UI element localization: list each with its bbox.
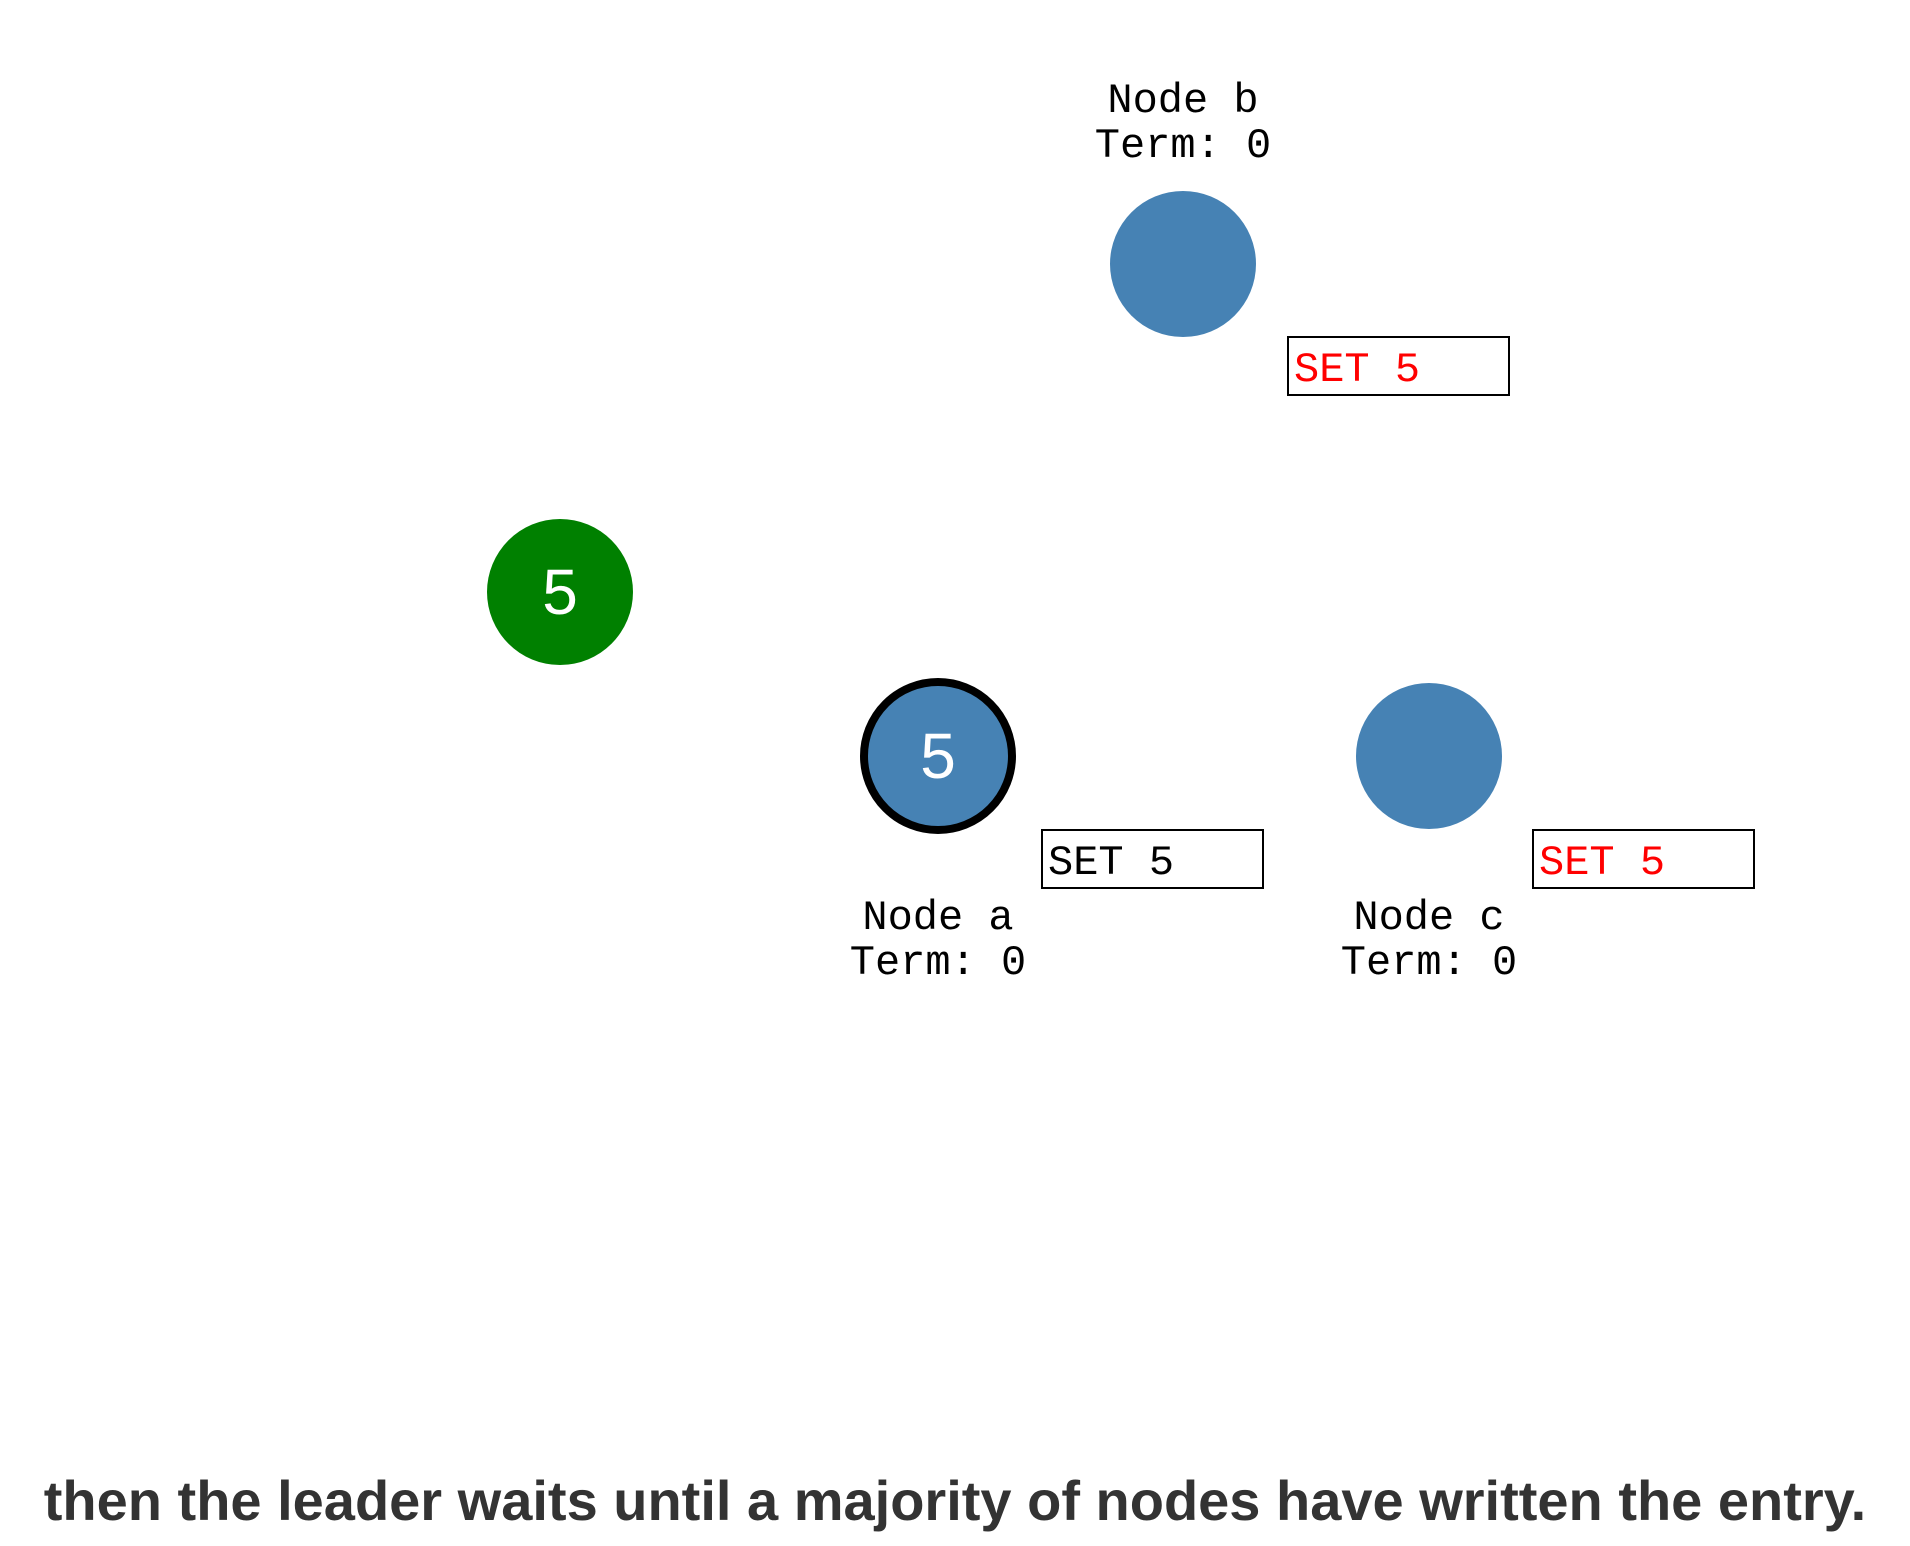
node-a-label: Node a Term: 0 xyxy=(850,894,1026,987)
node-b-log-entry: SET 5 xyxy=(1294,346,1420,394)
node-a: 5 SET 5 Node a Term: 0 xyxy=(850,678,1264,987)
node-c-circle xyxy=(1356,683,1502,829)
node-c-name: Node c xyxy=(1353,894,1504,942)
node-b-term: Term: 0 xyxy=(1095,122,1271,170)
node-a-log: SET 5 xyxy=(1041,829,1264,889)
node-b-log-box xyxy=(1287,336,1510,396)
node-c-log-box xyxy=(1532,829,1755,889)
node-a-value: 5 xyxy=(920,720,956,792)
node-b: Node b Term: 0 SET 5 xyxy=(1095,77,1510,396)
client: 5 xyxy=(487,519,633,665)
node-b-circle xyxy=(1110,191,1256,337)
node-b-log: SET 5 xyxy=(1287,336,1510,396)
node-a-name: Node a xyxy=(862,894,1013,942)
node-b-label: Node b Term: 0 xyxy=(1095,77,1271,170)
client-circle xyxy=(487,519,633,665)
node-a-circle xyxy=(860,678,1016,834)
node-a-log-box xyxy=(1041,829,1264,889)
node-c-log-entry: SET 5 xyxy=(1539,839,1665,887)
node-c-term: Term: 0 xyxy=(1341,939,1517,987)
node-b-name: Node b xyxy=(1107,77,1258,125)
client-value: 5 xyxy=(542,556,578,628)
node-a-term: Term: 0 xyxy=(850,939,1026,987)
node-c-log: SET 5 xyxy=(1532,829,1755,889)
node-a-log-entry: SET 5 xyxy=(1048,839,1174,887)
node-c: SET 5 Node c Term: 0 xyxy=(1341,683,1755,987)
caption: then the leader waits until a majority o… xyxy=(43,1469,1867,1532)
node-c-label: Node c Term: 0 xyxy=(1341,894,1517,987)
